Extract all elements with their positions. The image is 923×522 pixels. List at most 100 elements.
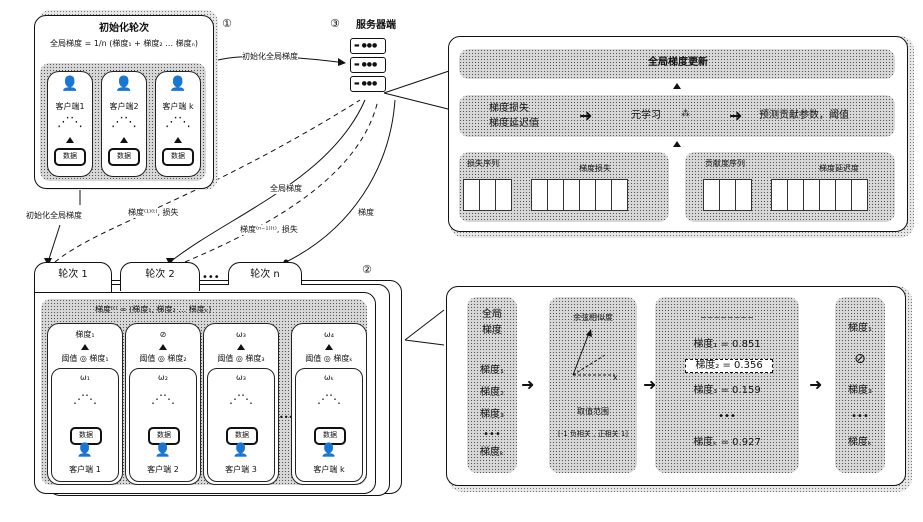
vector-angle-icon — [572, 329, 615, 376]
local-weight: ω₂ — [158, 373, 168, 382]
label-loss-round-n: 梯度⁽ⁿ⁻¹⁾⁽ᵗ⁾, 损失 — [240, 225, 298, 235]
client-inner-card: ω₁ ⋰⋱ 数据 👤 客户端 1 — [51, 368, 119, 482]
group-label: 贡献度序列 — [705, 159, 745, 168]
arrow-up-icon — [237, 344, 245, 350]
group-label: 梯度延迟度 — [819, 164, 859, 173]
col4-item: ••• — [851, 411, 869, 422]
user-icon: 👤 — [320, 443, 338, 458]
col4-item: 梯度₁ — [847, 323, 872, 334]
client-label: 客户端 2 — [147, 465, 179, 474]
tab-ellipsis: ••• — [202, 272, 220, 283]
init-clients: 👤 客户端1 ⋰⋱ 数据 👤 客户端2 ⋰⋱ 数据 👤 客户端 k ⋰⋱ 数据 — [47, 71, 202, 179]
threshold-compare: 阈值 ◎ 梯度₃ — [217, 354, 265, 363]
round-panel-front: 梯度⁽ᵗ⁾ = (梯度₁, 梯度₂ … 梯度ₖ) 梯度₁ 阈值 ◎ 梯度₁ ω₁… — [34, 292, 376, 494]
data-icon: 数据 — [54, 148, 86, 166]
neural-net-icon: ⋰⋱ — [229, 392, 253, 406]
cell-group — [463, 179, 512, 215]
threshold-row: 梯度ₖ = 0.927 — [693, 437, 761, 448]
label-init-global-grad-top: 初始化全局梯度 — [242, 52, 298, 62]
threshold-row-highlighted: 梯度₂ = 0.356 — [685, 359, 773, 373]
cell-group — [531, 179, 628, 215]
round-client: 梯度₁ 阈值 ◎ 梯度₁ ω₁ ⋰⋱ 数据 👤 客户端 1 — [47, 323, 123, 485]
rounds-marker: ② — [362, 263, 372, 276]
meta-band — [459, 95, 895, 137]
client-label: 客户端 k — [162, 102, 194, 111]
client-inner-card: ωₖ ⋰⋱ 数据 👤 客户端 k — [295, 368, 363, 482]
local-weight: ω₃ — [236, 373, 246, 382]
col1-item: 梯度₂ — [479, 387, 504, 398]
init-formula: 全局梯度 = 1/n (梯度₁ + 梯度₂ … 梯度ₙ) — [50, 39, 198, 48]
data-icon: 数据 — [226, 427, 258, 445]
arrow-right-icon: ➜ — [579, 106, 593, 125]
meta-learning-label: 元学习 — [631, 110, 661, 121]
init-panel-marker: ① — [222, 17, 232, 30]
client-label: 客户端 1 — [69, 465, 101, 474]
client-label: 客户端2 — [109, 102, 139, 111]
arrow-up-icon — [673, 83, 681, 89]
meta-right-label: 预测贡献参数，阈值 — [759, 110, 849, 121]
arrow-right-icon: ➜ — [521, 375, 535, 394]
detail-panel: 全局 梯度 梯度₁ 梯度₂ 梯度₃ ••• 梯度ₖ ➜ 余弦相似度 x 取值范围… — [446, 286, 906, 486]
label-grad: 梯度 — [358, 208, 374, 218]
arrow-right-icon: ➜ — [643, 375, 657, 394]
arrow-up-icon — [81, 344, 89, 350]
col4-item: 梯度₃ — [847, 385, 872, 396]
col1-item: ••• — [483, 429, 501, 440]
user-icon: 👤 — [232, 443, 250, 458]
col1-item: 梯度₃ — [479, 409, 504, 420]
server-title: 服务器端 — [356, 20, 396, 31]
user-icon: 👤 — [76, 443, 94, 458]
user-icon: 👤 — [61, 76, 79, 92]
neural-net-icon: ⋰⋱ — [57, 115, 83, 130]
tab-round-n[interactable]: 轮次 n — [228, 262, 302, 285]
group-label: 损失序列 — [467, 159, 499, 168]
cell-group — [703, 179, 752, 215]
threshold-compare: 阈值 ◎ 梯度₁ — [61, 354, 109, 363]
range-title: 取值范围 — [577, 407, 609, 416]
col1-item: 梯度 — [482, 325, 502, 336]
user-icon: 👤 — [115, 76, 133, 92]
neural-net-icon: ⋰⋱ — [165, 115, 191, 130]
meta-left-line2: 梯度延迟值 — [489, 118, 539, 129]
client-top-value: ω₄ — [324, 330, 334, 339]
data-icon: 数据 — [70, 427, 102, 445]
arrow-up-icon — [325, 344, 333, 350]
client-inner-card: ω₂ ⋰⋱ 数据 👤 客户端 2 — [129, 368, 197, 482]
axis-label: x — [613, 373, 618, 382]
neural-net-icon: ⋰⋱ — [73, 392, 97, 406]
arrow-up-icon — [174, 137, 182, 143]
user-icon: 👤 — [154, 443, 172, 458]
threshold-row: ••• — [718, 411, 736, 422]
neural-net-icon: ⋰⋱ — [151, 392, 175, 406]
client-top-value: 梯度₁ — [75, 330, 95, 339]
threshold-compare: 阈值 ◎ 梯度ₖ — [305, 354, 353, 363]
local-weight: ωₖ — [323, 373, 335, 382]
round-formula: 梯度⁽ᵗ⁾ = (梯度₁, 梯度₂ … 梯度ₖ) — [95, 305, 212, 314]
server-icon: ▬ ●●● ▬ ●●● ▬ ●●● — [350, 38, 386, 92]
data-icon: 数据 — [148, 427, 180, 445]
arrow-right-icon: ➜ — [809, 375, 823, 394]
tab-round-2[interactable]: 轮次 2 — [120, 262, 200, 291]
client-label: 客户端1 — [55, 102, 85, 111]
arrow-up-icon — [120, 137, 128, 143]
data-icon: 数据 — [314, 427, 346, 445]
round-client: ω₃ 阈值 ◎ 梯度₃ ω₃ ⋰⋱ 数据 👤 客户端 3 — [203, 323, 279, 485]
col1-item: 梯度₁ — [479, 365, 504, 376]
update-panel: 全局梯度更新 梯度损失 梯度延迟值 ➜ 元学习 ⁂ ➜ 预测贡献参数，阈值 损失… — [448, 36, 908, 232]
cosine-title: 余弦相似度 — [573, 313, 613, 322]
data-icon: 数据 — [108, 148, 140, 166]
meta-icon: ⁂ — [681, 109, 690, 119]
threshold-row: 梯度₁ = 0.851 — [693, 339, 761, 350]
init-panel-title: 初始化轮次 — [99, 23, 149, 34]
round-client: ⊘ 阈值 ◎ 梯度₂ ω₂ ⋰⋱ 数据 👤 客户端 2 — [125, 323, 201, 485]
init-client: 👤 客户端1 ⋰⋱ 数据 — [47, 71, 93, 177]
update-title-band — [459, 49, 895, 79]
server-marker: ③ — [330, 17, 340, 30]
clients-ellipsis: ••• — [279, 413, 294, 422]
arrow-up-icon — [673, 141, 681, 147]
meta-left-line1: 梯度损失 — [489, 103, 529, 114]
cosine-similarity-column — [549, 297, 637, 473]
tab-round-1[interactable]: 轮次 1 — [34, 262, 112, 295]
client-inner-card: ω₃ ⋰⋱ 数据 👤 客户端 3 — [207, 368, 275, 482]
threshold-row: 梯度₃ = 0.159 — [693, 385, 761, 396]
